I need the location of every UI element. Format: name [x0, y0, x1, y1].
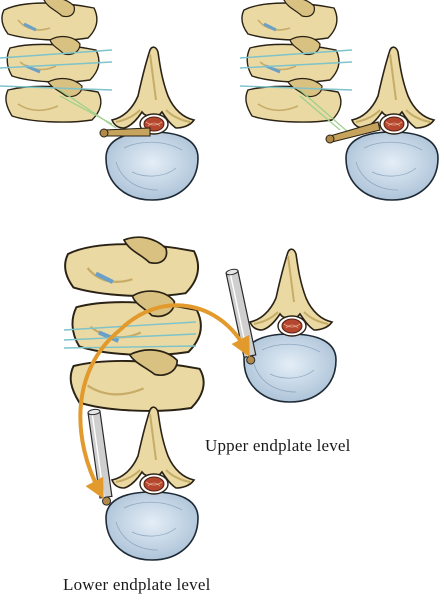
panel-top-left: [0, 0, 199, 201]
arc-arrow-to-lower: [78, 328, 122, 500]
arc-arrow-to-upper: [118, 303, 250, 358]
axial-vertebra-upper: [243, 248, 337, 403]
probe-top-right: [325, 121, 381, 144]
axial-vertebra-lower: [105, 406, 199, 561]
probe-top-left: [99, 127, 151, 138]
lateral-spine-top-right: [240, 0, 343, 124]
panel-top-right: [239, 0, 439, 201]
lateral-spine-top-left: [0, 0, 103, 124]
axial-vertebra-top-right: [345, 46, 439, 201]
axial-vertebra-top-left: [105, 46, 199, 201]
lower-endplate-label: Lower endplate level: [63, 575, 211, 594]
guide-lines-top-right: [239, 49, 353, 133]
guide-lines-top-left: [0, 49, 117, 129]
panel-bottom: [63, 237, 337, 561]
guide-lines-bottom: [63, 321, 197, 349]
probe-upper: [224, 267, 259, 366]
upper-endplate-label: Upper endplate level: [205, 436, 351, 455]
